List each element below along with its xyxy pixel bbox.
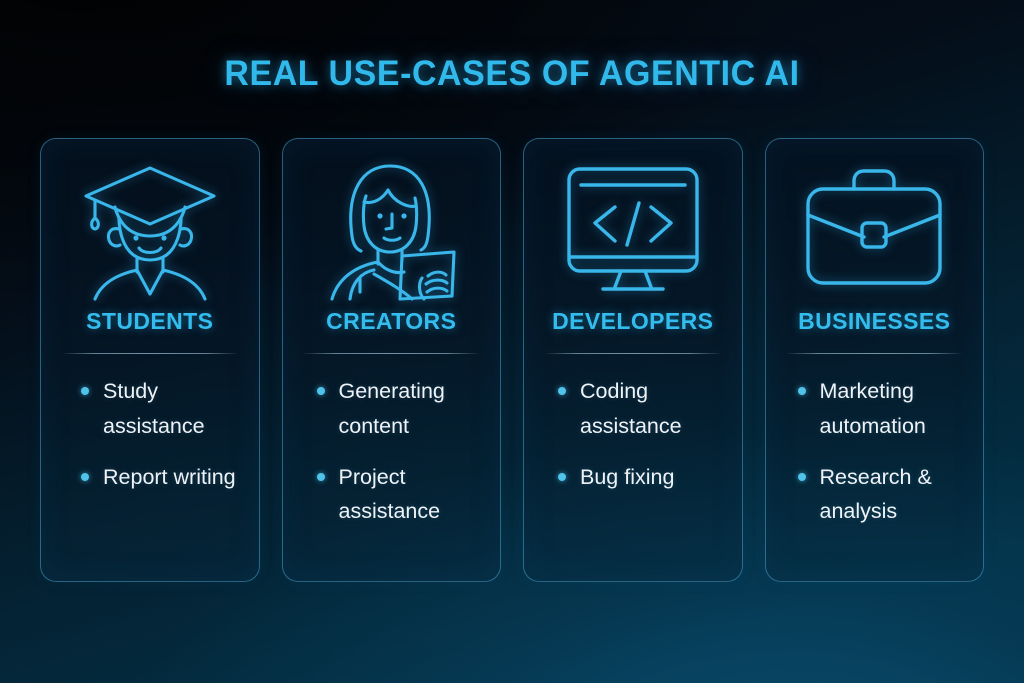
- use-case-card-developers[interactable]: DEVELOPERS Coding assistance Bug fixing: [523, 138, 743, 582]
- card-heading: CREATORS: [326, 308, 457, 334]
- card-bullet-list: Generating content Project assistance: [283, 354, 501, 529]
- bullet-dot-icon: [558, 472, 566, 481]
- bullet-text: Research & analysis: [819, 464, 932, 524]
- bullet-dot-icon: [558, 387, 566, 395]
- bullet-text: Study assistance: [103, 379, 205, 438]
- card-divider: [787, 353, 962, 354]
- list-item: Coding assistance: [524, 374, 742, 444]
- card-divider: [545, 353, 720, 354]
- monitor-code-icon: [524, 139, 742, 314]
- use-case-card-students[interactable]: STUDENTS Study assistance Report writing: [40, 138, 260, 582]
- card-heading: BUSINESSES: [798, 308, 951, 334]
- list-item: Marketing automation: [766, 374, 984, 444]
- bullet-dot-icon: [316, 472, 325, 481]
- card-bullet-list: Study assistance Report writing: [41, 354, 259, 494]
- bullet-dot-icon: [797, 387, 806, 395]
- card-heading: STUDENTS: [86, 308, 214, 334]
- card-heading: DEVELOPERS: [552, 308, 714, 334]
- graduation-cap-student-icon: [41, 139, 259, 314]
- list-item: Generating content: [283, 374, 501, 444]
- list-item: Study assistance: [41, 374, 259, 444]
- creator-with-tablet-icon: [283, 139, 501, 314]
- bullet-dot-icon: [797, 472, 806, 481]
- page-title: REAL USE-CASES OF AGENTIC AI: [224, 54, 800, 93]
- bullet-text: Marketing automation: [819, 379, 926, 438]
- bullet-text: Bug fixing: [580, 464, 675, 489]
- list-item: Bug fixing: [524, 460, 742, 495]
- bullet-dot-icon: [81, 387, 89, 395]
- bullet-text: Report writing: [103, 464, 236, 489]
- card-bullet-list: Coding assistance Bug fixing: [524, 354, 742, 494]
- use-case-card-row: STUDENTS Study assistance Report writing: [40, 138, 984, 582]
- list-item: Report writing: [41, 460, 259, 495]
- list-item: Research & analysis: [766, 460, 984, 530]
- card-divider: [304, 353, 479, 354]
- use-case-card-creators[interactable]: CREATORS Generating content Project assi…: [281, 138, 501, 582]
- bullet-dot-icon: [316, 387, 325, 395]
- briefcase-icon: [766, 139, 984, 314]
- card-bullet-list: Marketing automation Research & analysis: [766, 354, 984, 529]
- card-divider: [62, 353, 237, 354]
- bullet-dot-icon: [81, 472, 89, 481]
- use-case-card-businesses[interactable]: BUSINESSES Marketing automation Research…: [764, 138, 984, 582]
- bullet-text: Generating content: [338, 379, 445, 438]
- list-item: Project assistance: [283, 460, 501, 530]
- bullet-text: Coding assistance: [580, 379, 682, 438]
- bullet-text: Project assistance: [338, 464, 441, 524]
